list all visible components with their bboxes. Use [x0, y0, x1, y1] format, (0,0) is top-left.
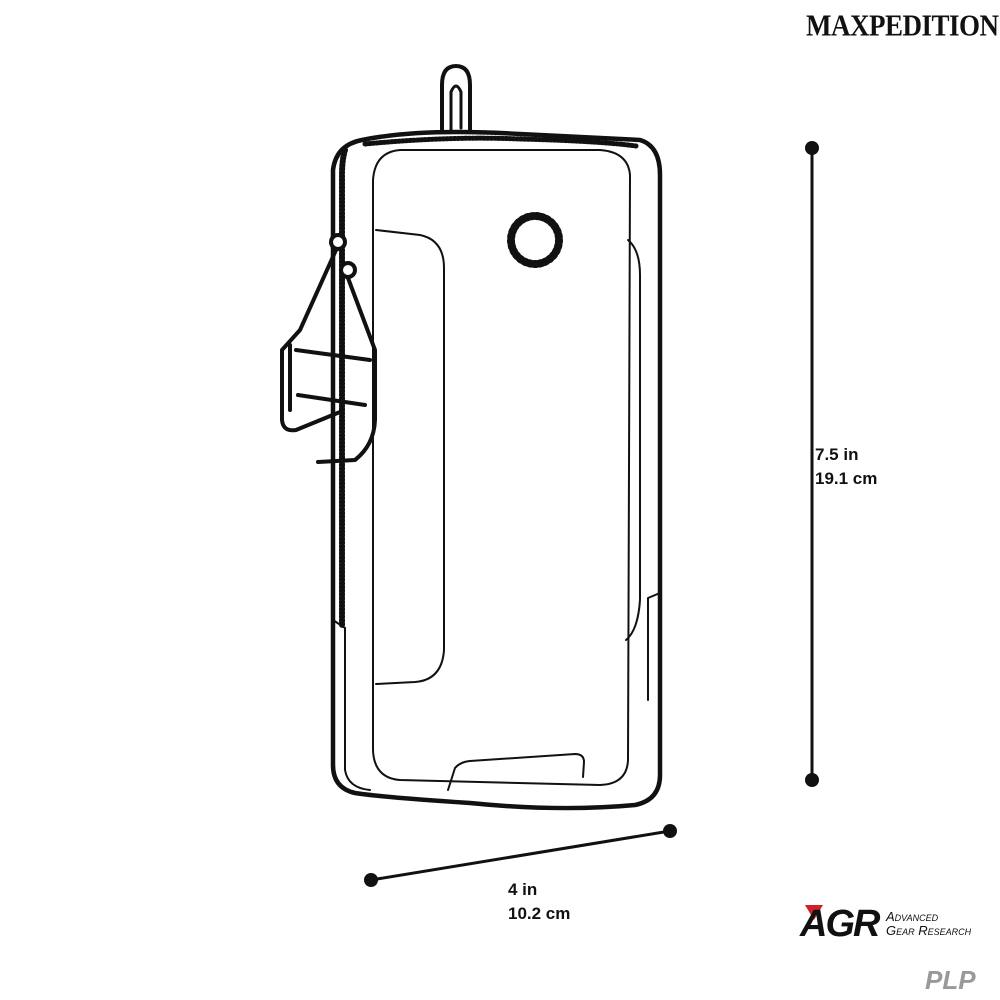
height-dimension-line	[805, 141, 819, 787]
width-dimension-line	[364, 824, 677, 887]
width-right-endpoint	[663, 824, 677, 838]
height-metric: 19.1 cm	[815, 469, 878, 488]
height-label: 7.5 in 19.1 cm	[815, 443, 877, 491]
width-metric: 10.2 cm	[508, 904, 571, 923]
width-imperial: 4 in	[508, 880, 538, 899]
height-imperial: 7.5 in	[815, 445, 859, 464]
agr-logo: AGR	[800, 903, 880, 945]
right-side-pocket	[625, 239, 641, 641]
maxpedition-logo: MAXPEDITION	[806, 7, 999, 43]
zipper-track	[339, 147, 348, 628]
agr-subtitle-line2: Gear Research	[886, 923, 972, 938]
product-name: PLP	[925, 965, 976, 995]
width-label: 4 in 10.2 cm	[508, 878, 570, 926]
agr-subtitle-line1: Advanced	[886, 909, 939, 924]
zipper-pulls	[280, 233, 377, 464]
velcro-circle	[507, 212, 563, 268]
left-side-pocket	[375, 229, 445, 685]
agr-red-triangle-icon	[805, 905, 823, 920]
agr-subtitle: Advanced Gear Research	[886, 910, 971, 938]
width-left-endpoint	[364, 873, 378, 887]
hanging-loop	[440, 64, 472, 134]
inner-panel	[372, 149, 631, 786]
bottom-band	[332, 592, 661, 701]
height-top-endpoint	[805, 141, 819, 155]
pouch-outline	[330, 129, 663, 811]
bottom-slot	[447, 753, 585, 791]
height-bottom-endpoint	[805, 773, 819, 787]
